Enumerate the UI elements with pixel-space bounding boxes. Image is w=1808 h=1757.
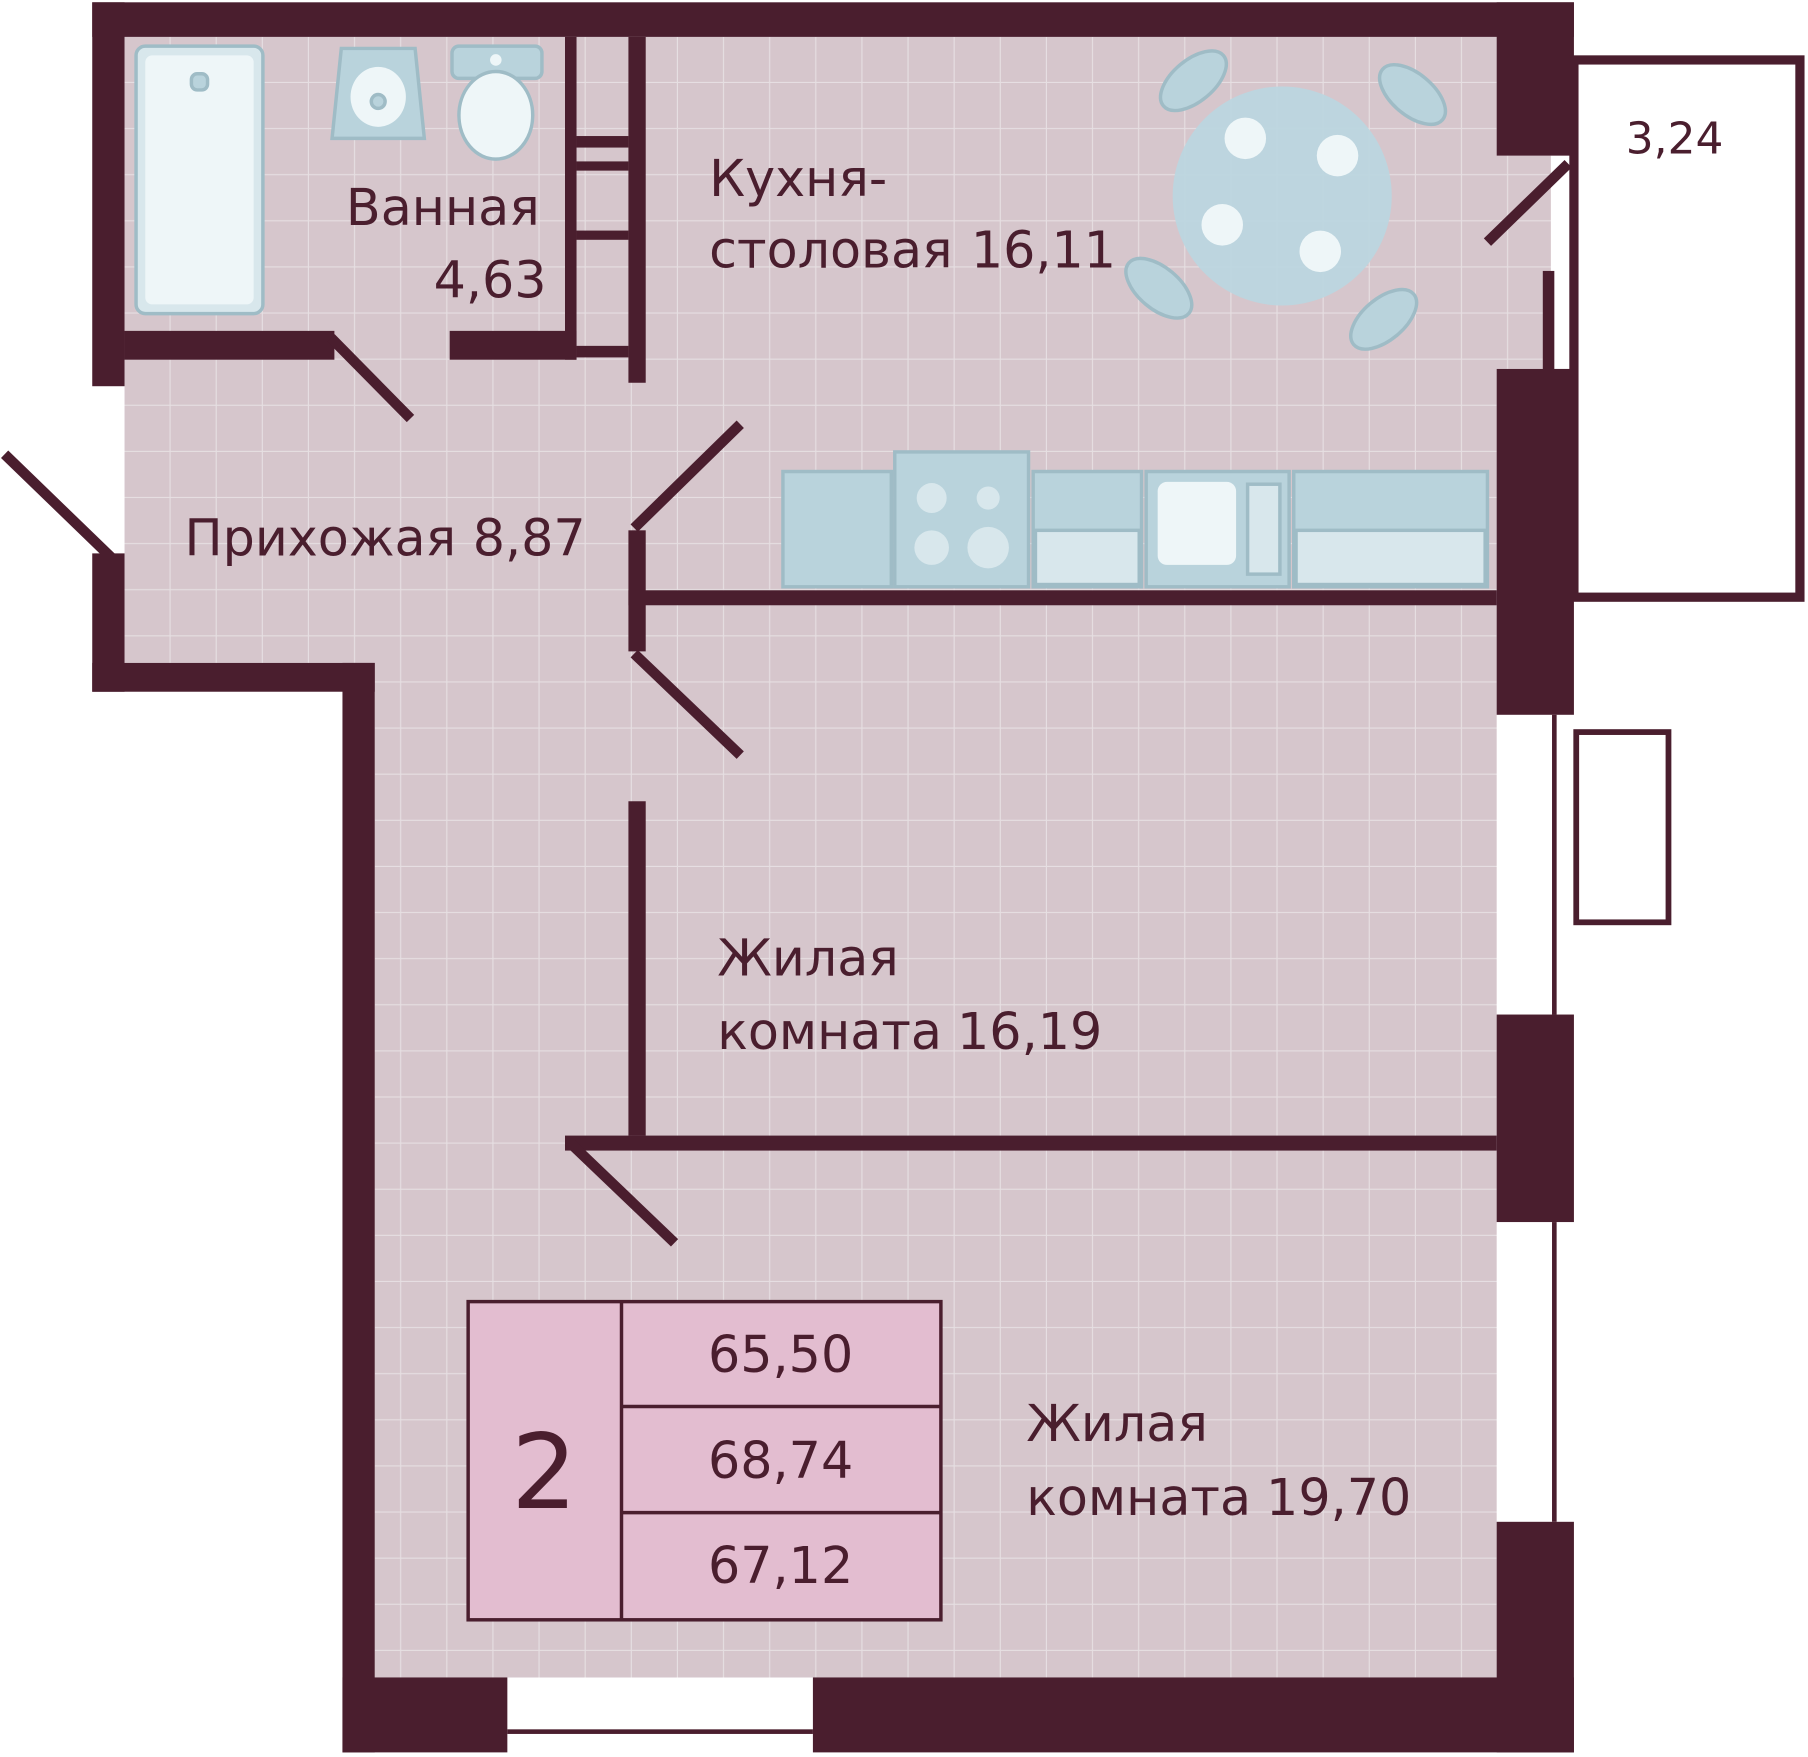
room-area: 16,19 xyxy=(957,1002,1102,1061)
walls xyxy=(92,2,1574,1753)
dining-table-icon xyxy=(1124,49,1448,351)
room-area: 16,11 xyxy=(971,220,1116,279)
room-label-bathroom: Ванная 4,63 xyxy=(346,178,547,310)
total-area: 65,50 xyxy=(708,1325,853,1384)
room-area: 19,70 xyxy=(1266,1468,1411,1527)
room-name: комната xyxy=(1026,1468,1251,1527)
room-label-hallway: Прихожая 8,87 xyxy=(184,509,585,568)
room-name: Жилая xyxy=(1026,1394,1208,1453)
room-name: Кухня- xyxy=(709,149,887,208)
room-label-living-1: Жилая комната 16,19 xyxy=(717,928,1102,1061)
reduced-area: 67,12 xyxy=(708,1536,853,1595)
room-name: Жилая xyxy=(717,928,899,987)
kitchen-counter-icon xyxy=(781,450,1490,589)
rooms-count: 2 xyxy=(511,1413,577,1533)
room-label-kitchen: Кухня- столовая 16,11 xyxy=(709,149,1116,279)
summary-box: 2 65,50 68,74 67,12 xyxy=(466,1299,943,1622)
toilet-icon xyxy=(450,44,544,161)
floor-area xyxy=(124,36,1551,1678)
bathtub-icon xyxy=(134,44,265,316)
room-name: Прихожая xyxy=(184,509,456,568)
door-swings xyxy=(1,159,1572,1247)
room-name: столовая xyxy=(709,220,952,279)
room-area: 8,87 xyxy=(473,509,586,568)
room-area: 4,63 xyxy=(434,250,547,309)
room-name: комната xyxy=(717,1002,942,1061)
room-name: Ванная xyxy=(346,178,540,237)
sink-icon xyxy=(330,46,427,141)
area-with-balcony: 68,74 xyxy=(708,1431,853,1490)
balcony-area: 3,24 xyxy=(1626,113,1724,164)
balcony xyxy=(1569,55,1805,602)
ac-box xyxy=(1573,729,1672,926)
room-label-living-2: Жилая комната 19,70 xyxy=(1026,1394,1411,1527)
